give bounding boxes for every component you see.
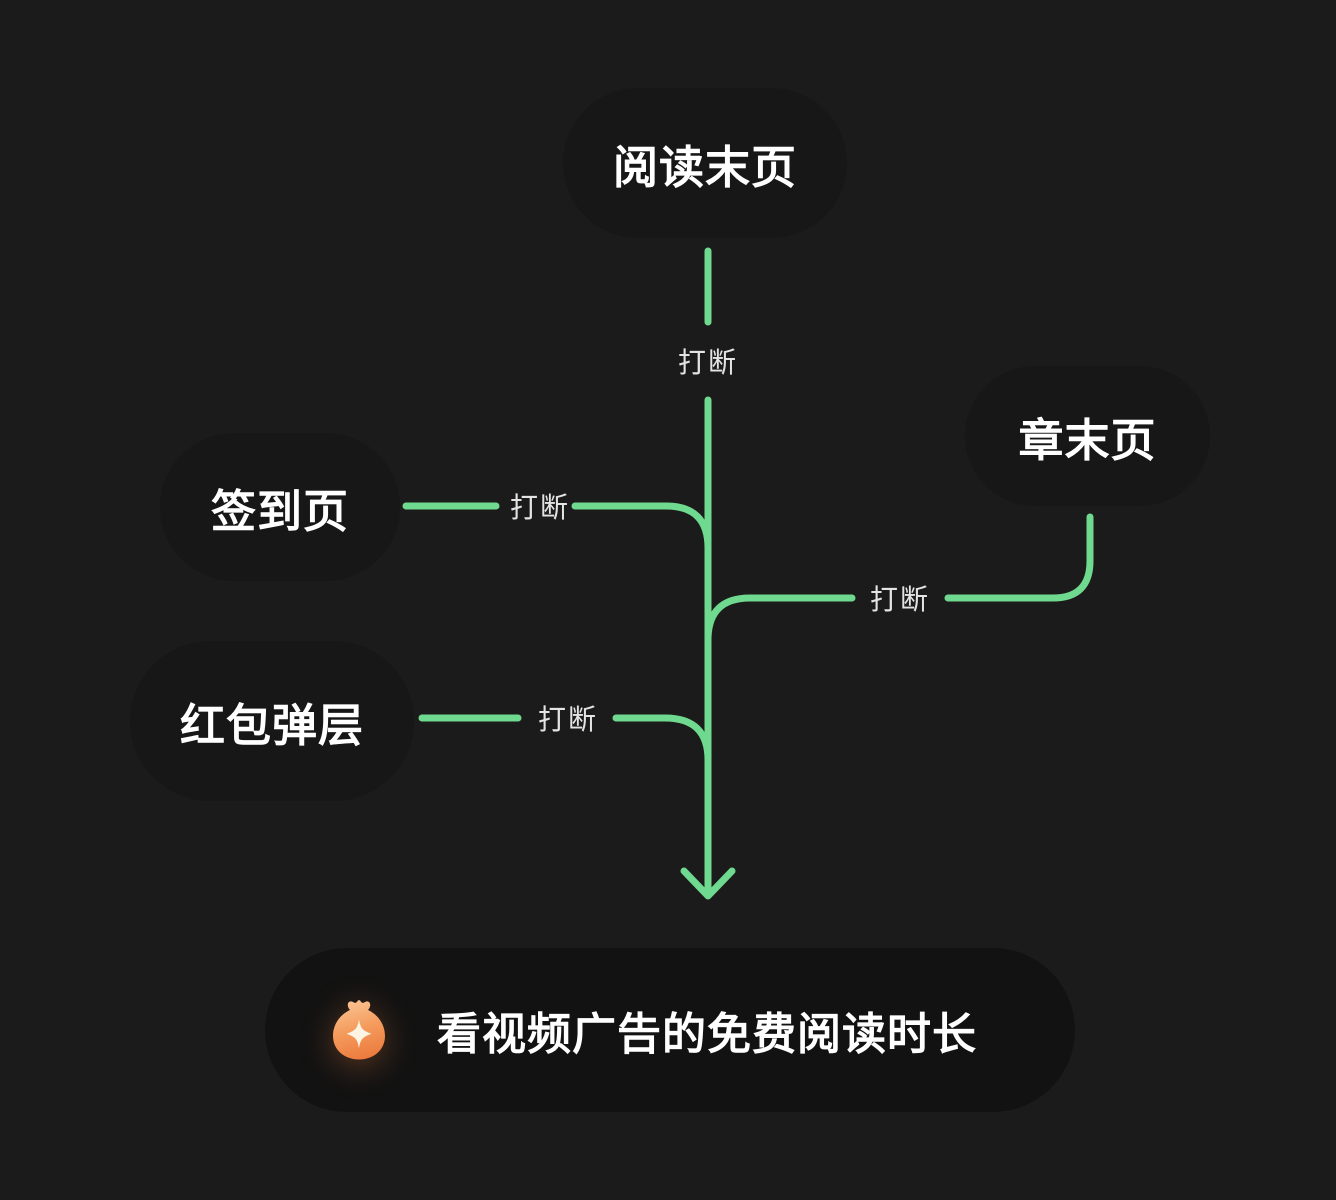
edge-label-interrupt-signin: 打断 [509,492,571,523]
edge-label-interrupt-chapter: 打断 [869,584,931,615]
edge-chapter-drop-segment [944,513,1094,602]
node-red-packet-popup-label: 红包弹层 [179,699,364,751]
node-chapter-end-page-label: 章末页 [1018,414,1157,466]
node-chapter-end-page: 章末页 [965,366,1210,506]
edge-signin-merge-segment [571,502,712,552]
sparkle-star [346,1019,372,1049]
edge-label-interrupt-redpacket: 打断 [537,704,599,735]
money-pouch-sparkle-icon [333,1000,385,1060]
arrow-down-icon [680,867,736,900]
result-card-free-reading-time: 看视频广告的免费阅读时长 [265,948,1075,1112]
node-red-packet-popup: 红包弹层 [130,641,414,801]
node-reading-last-page: 阅读末页 [563,88,847,238]
result-card-label: 看视频广告的免费阅读时长 [437,1010,977,1059]
node-sign-in-page-label: 签到页 [210,485,349,537]
node-sign-in-page: 签到页 [160,433,400,581]
node-reading-last-page-label: 阅读末页 [612,141,797,193]
edge-redpacket-merge-segment [612,714,712,764]
edge-label-interrupt-main: 打断 [677,347,739,378]
edge-chapter-merge-segment [704,594,856,644]
